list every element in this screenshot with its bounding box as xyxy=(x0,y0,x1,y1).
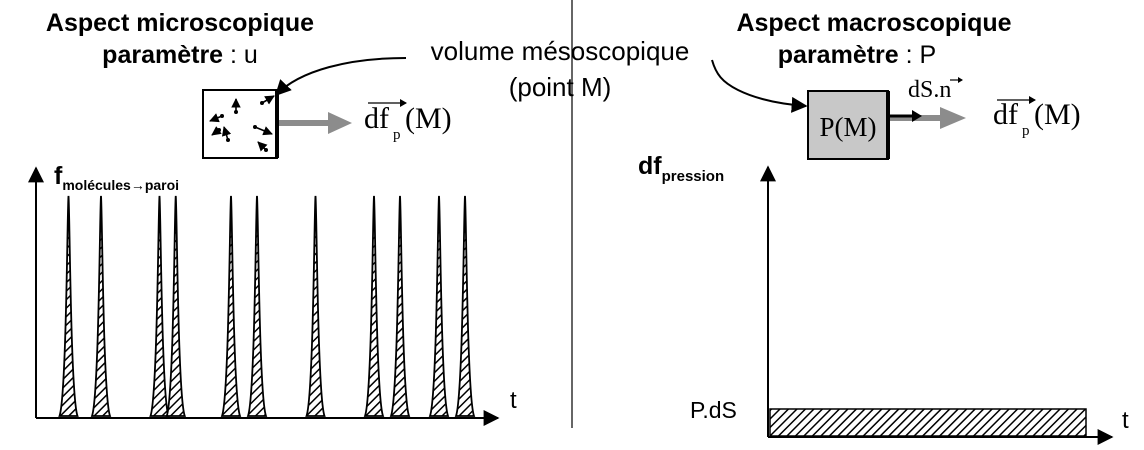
peak-11 xyxy=(454,195,476,417)
svg-text:p: p xyxy=(1022,123,1030,139)
mesoscopic-volume-box xyxy=(202,89,279,159)
svg-text:P(M): P(M) xyxy=(819,112,876,142)
point-m-label: (point M) xyxy=(509,72,612,102)
peak-4 xyxy=(165,195,187,417)
svg-text:(M): (M) xyxy=(1034,98,1081,131)
svg-text:p: p xyxy=(393,127,401,143)
peak-6 xyxy=(246,195,268,417)
peak-5 xyxy=(220,195,242,417)
constant-pressure-band xyxy=(769,408,1087,437)
right-chart-ylabel: dfpression xyxy=(638,152,724,185)
peak-10 xyxy=(428,195,450,417)
right-chart-xlabel: t xyxy=(1122,407,1129,434)
right-chart-axes xyxy=(760,165,1114,445)
left-title: Aspect microscopique xyxy=(46,9,314,37)
peak-3 xyxy=(149,195,170,417)
mesoscopic-label: volume mésoscopique xyxy=(431,36,690,66)
peak-2 xyxy=(90,195,112,417)
pointer-arrow-right xyxy=(711,59,808,113)
peak-9 xyxy=(389,195,411,417)
left-chart-axes xyxy=(28,166,500,426)
peak-1 xyxy=(58,195,79,417)
left-param: paramètre : u xyxy=(102,41,258,69)
normal-arrow xyxy=(890,110,922,122)
right-param: paramètre : P xyxy=(778,41,936,69)
left-force-label: df p (M) xyxy=(364,99,452,143)
pointer-arrow-left xyxy=(274,57,407,97)
pressure-box: P(M) xyxy=(807,90,890,160)
left-chart-ylabel: fmolécules→paroi xyxy=(54,162,179,193)
left-chart-xlabel: t xyxy=(510,387,517,414)
left-chart-peaks xyxy=(58,195,476,417)
right-force-label: df p (M) xyxy=(993,96,1081,139)
peak-8 xyxy=(363,195,385,417)
svg-text:df: df xyxy=(364,102,389,135)
right-chart-level-label: P.dS xyxy=(690,397,737,423)
left-force-arrow xyxy=(279,112,352,134)
svg-text:df: df xyxy=(993,98,1018,131)
peak-7 xyxy=(305,195,326,417)
right-force-arrow xyxy=(890,107,966,129)
svg-text:dS.n: dS.n xyxy=(908,77,951,103)
normal-label: dS.n xyxy=(908,77,963,103)
svg-text:(M): (M) xyxy=(405,102,452,135)
right-title: Aspect macroscopique xyxy=(736,9,1011,37)
